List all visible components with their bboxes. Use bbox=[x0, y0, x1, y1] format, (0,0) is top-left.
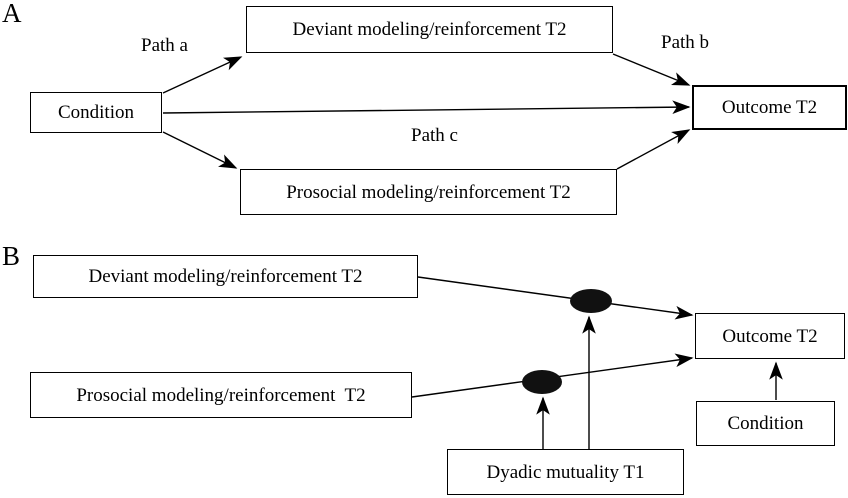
moderation-dot-deviant-path bbox=[570, 289, 612, 313]
panel-b-condition-box: Condition bbox=[696, 401, 835, 446]
arrow-a-condition-to-prosocial bbox=[162, 131, 238, 169]
path-b-label: Path b bbox=[661, 32, 710, 53]
panel-a-deviant-box: Deviant modeling/reinforcement T2 bbox=[246, 6, 613, 53]
panel-a-prosocial-box: Prosocial modeling/reinforcement T2 bbox=[240, 169, 617, 215]
path-a-label: Path a bbox=[141, 35, 188, 56]
arrow-b-deviant-to-outcome bbox=[417, 276, 694, 320]
arrow-a-condition-to-outcome bbox=[162, 100, 691, 115]
panel-b-deviant-box: Deviant modeling/reinforcement T2 bbox=[33, 255, 418, 298]
panel-b-outcome-box: Outcome T2 bbox=[695, 313, 845, 359]
moderation-dot-prosocial-path bbox=[522, 370, 562, 394]
panel-a-condition-box: Condition bbox=[30, 92, 162, 133]
panel-b-prosocial-box: Prosocial modeling/reinforcement T2 bbox=[30, 372, 412, 418]
panel-b-label: B bbox=[2, 241, 21, 271]
arrow-a-condition-to-deviant bbox=[162, 56, 243, 94]
panel-a-outcome-box: Outcome T2 bbox=[692, 85, 847, 130]
arrow-a-prosocial-to-outcome bbox=[616, 129, 691, 170]
arrow-a-deviant-to-outcome bbox=[612, 53, 691, 86]
path-c-label: Path c bbox=[411, 125, 458, 146]
panel-b-dyadic-box: Dyadic mutuality T1 bbox=[447, 449, 684, 495]
panel-a-label: A bbox=[2, 0, 22, 28]
